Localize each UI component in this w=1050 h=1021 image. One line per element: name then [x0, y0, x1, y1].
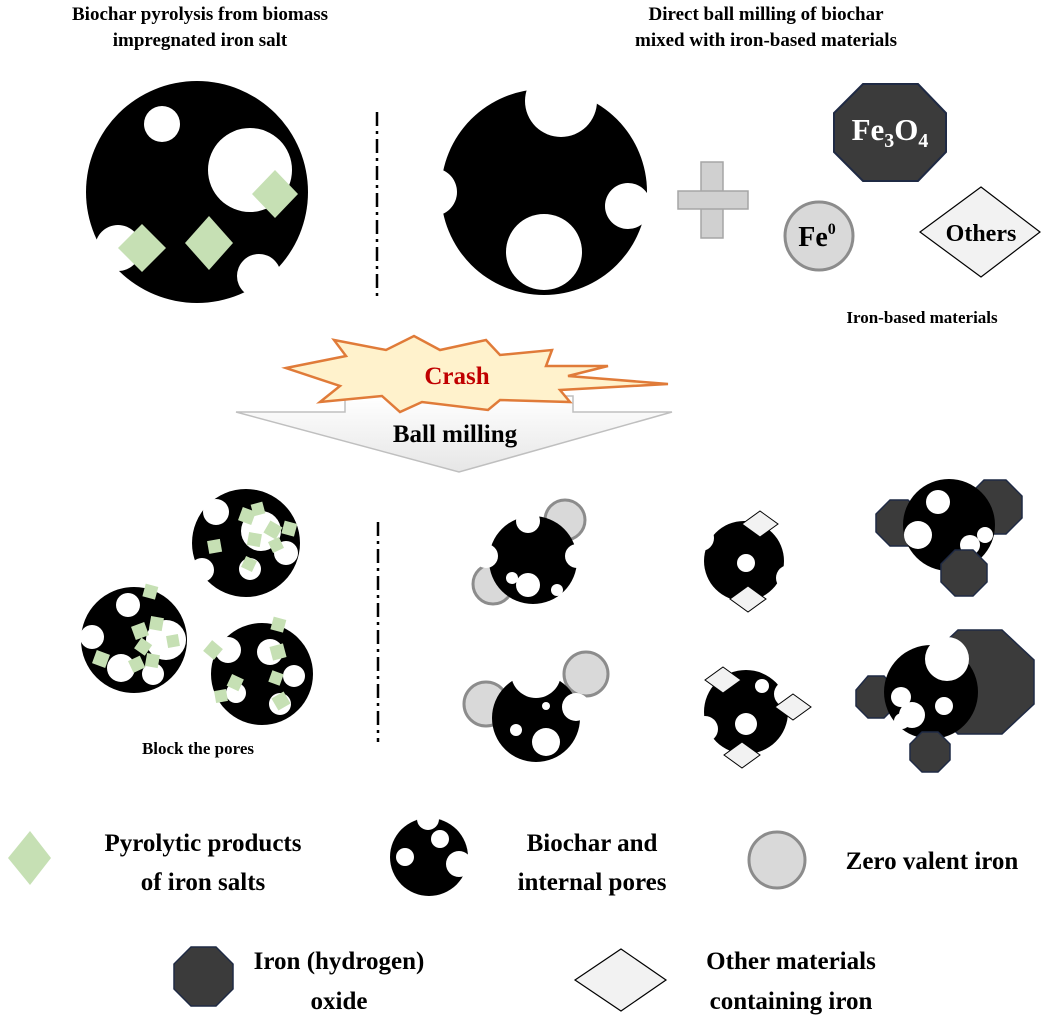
ball-milling-label: Ball milling: [393, 421, 518, 448]
biochar-zvi-composite: [471, 498, 589, 606]
crash-burst-icon: Crash: [281, 334, 669, 414]
pyrolytic-product-marker: [118, 224, 166, 272]
biochar-other-composite: [692, 666, 812, 769]
legend-pyrolytic-line2: of iron salts: [141, 869, 266, 896]
fe0-label-sup: 0: [828, 221, 836, 238]
legend-oxide-line2: oxide: [311, 988, 368, 1015]
legend-biochar-line2: internal pores: [518, 869, 667, 896]
others-diamond-icon: Others: [918, 186, 1041, 278]
fe3o4-label-sub1: 3: [884, 130, 894, 152]
legend-other-line1: Other materials: [706, 948, 876, 975]
legend-oxide-icon: [173, 946, 234, 1007]
right-header-line2: mixed with iron-based materials: [635, 30, 897, 51]
legend-biochar-line1: Biochar and: [527, 830, 658, 857]
legend-oxide-line1: Iron (hydrogen): [254, 948, 425, 975]
fe3o4-octagon-icon: Fe3O4: [833, 83, 947, 182]
legend-other-line2: containing iron: [710, 988, 873, 1015]
blocked-biochar-cluster: [80, 489, 313, 725]
crash-label: Crash: [424, 363, 489, 390]
pyrolytic-product-marker: [185, 216, 233, 270]
legend-pyrolytic-icon: [8, 831, 51, 885]
fe3o4-label-base: Fe: [852, 112, 885, 147]
iron-based-materials-caption: Iron-based materials: [846, 308, 998, 327]
fe0-circle-icon: Fe0: [783, 200, 855, 272]
blocked-biochar-particle: [190, 489, 300, 597]
impregnated-biochar-particle: [86, 81, 308, 303]
block-pores-caption: Block the pores: [142, 739, 254, 758]
legend-pyrolytic-line1: Pyrolytic products: [105, 830, 302, 857]
svg-text:Fe3O4: Fe3O4: [852, 112, 929, 152]
svg-text:Fe0: Fe0: [798, 221, 836, 253]
legend-biochar-icon: [390, 808, 472, 896]
ball-milling-arrow: Ball milling: [235, 395, 673, 473]
biochar-zvi-composite: [462, 648, 610, 762]
fe3o4-label-sub2: 4: [918, 130, 928, 152]
legend-zvi-label: Zero valent iron: [846, 848, 1019, 875]
pristine-biochar-particle: [409, 65, 651, 295]
biochar-oxide-composite: [875, 479, 1023, 597]
right-header-line1: Direct ball milling of biochar: [648, 4, 884, 25]
left-header-line2: impregnated iron salt: [113, 30, 288, 51]
biochar-other-composite: [688, 510, 802, 613]
left-header-line1: Biochar pyrolysis from biomass: [72, 4, 328, 25]
fe0-label-base: Fe: [798, 222, 828, 253]
plus-icon: [677, 161, 749, 239]
pyrolytic-product-marker: [252, 170, 298, 218]
legend-other-icon: [573, 948, 668, 1012]
others-label: Others: [946, 221, 1017, 247]
legend-zvi-icon: [747, 830, 807, 890]
biochar-oxide-composite: [855, 629, 1035, 773]
blocked-biochar-particle: [80, 583, 187, 693]
blocked-biochar-particle: [203, 616, 313, 725]
fe3o4-label-mid: O: [894, 112, 918, 147]
